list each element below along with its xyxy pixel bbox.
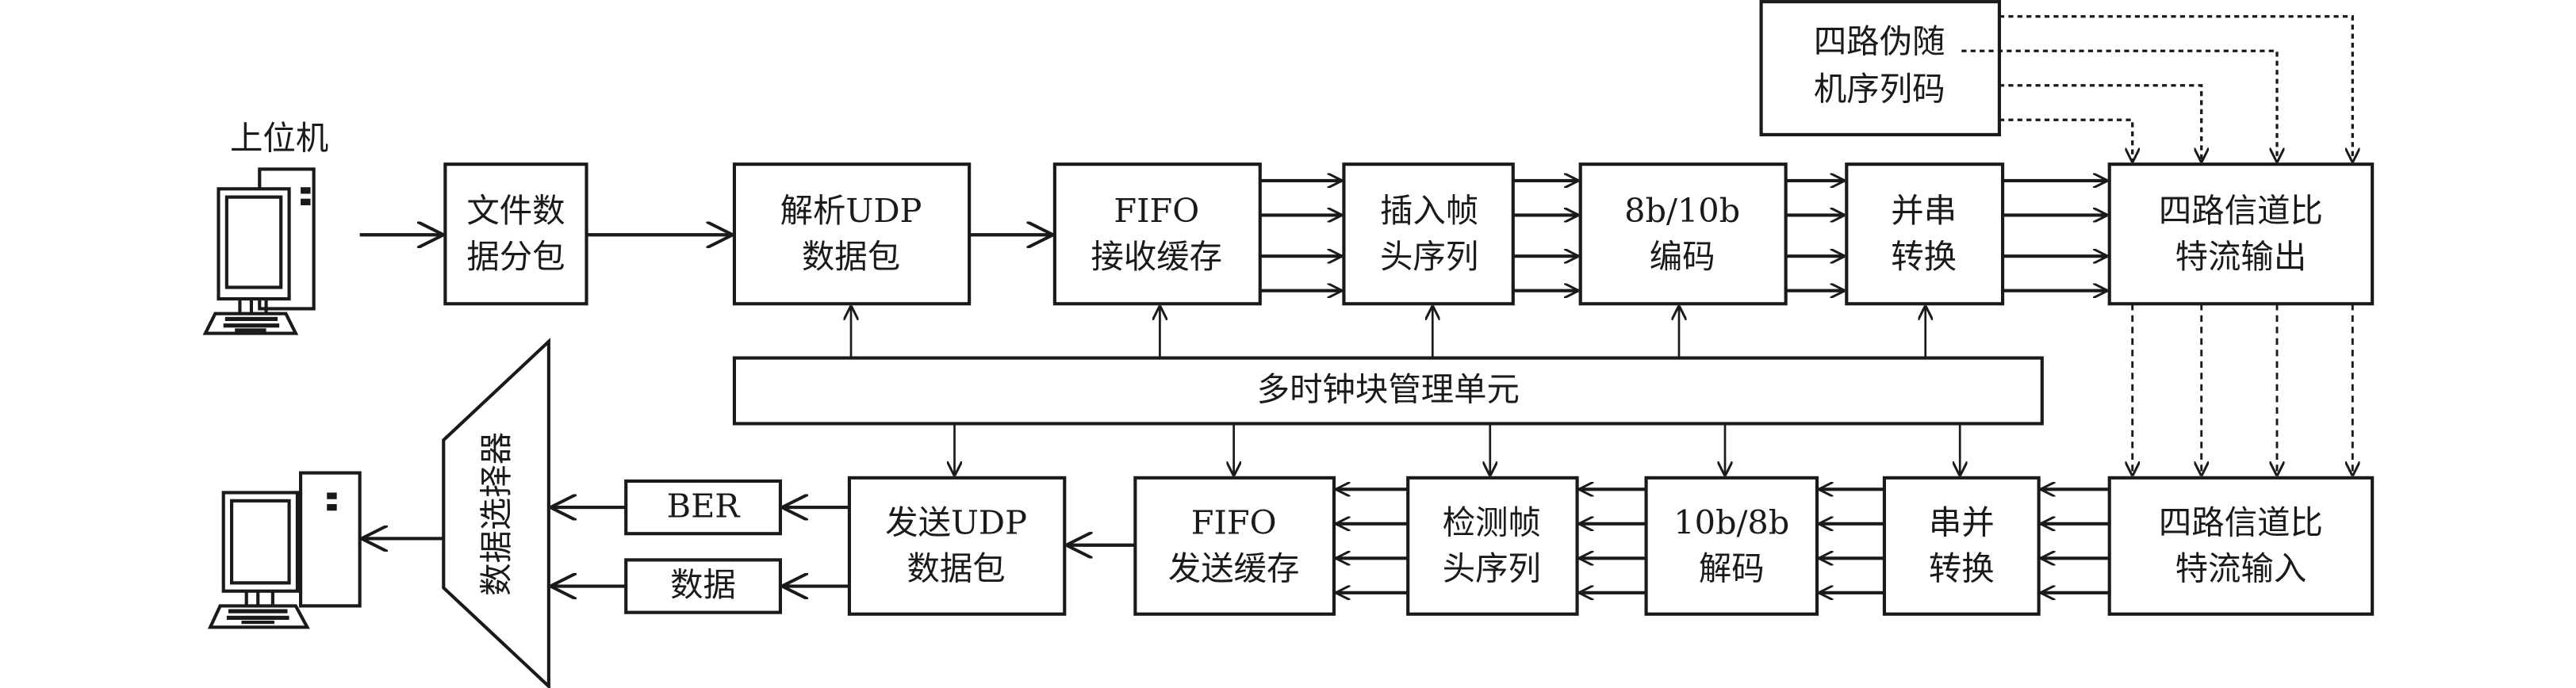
host-pc-icon [202, 167, 316, 335]
detect-header-line2: 头序列 [1443, 549, 1541, 587]
send-udp-line2: 数据包 [907, 549, 1005, 587]
ps-convert-block: 并串 转换 [1845, 162, 2005, 306]
channel-out-line2: 特流输出 [2175, 238, 2307, 276]
channel-loopback [2133, 304, 2353, 476]
encoder-line2: 编码 [1650, 238, 1715, 276]
bus-encoder-to-ps [1785, 181, 1846, 291]
ber-label: BER [667, 487, 742, 526]
ps-convert-line2: 转换 [1891, 238, 1957, 276]
send-udp-block: 发送UDP 数据包 [847, 476, 1067, 616]
channel-in-block: 四路信道比 特流输入 [2107, 476, 2375, 616]
bus-decoder-to-detect [1578, 489, 1646, 593]
detect-header-block: 检测帧 头序列 [1406, 476, 1579, 616]
bus-ps-to-channel-out [2003, 181, 2108, 291]
sp-convert-block: 串并 转换 [1882, 476, 2041, 616]
clock-unit-label: 多时钟块管理单元 [1257, 371, 1520, 409]
channel-in-line2: 特流输入 [2175, 549, 2307, 587]
insert-header-line1: 插入帧 [1380, 192, 1478, 230]
parse-udp-line1: 解析UDP [780, 192, 922, 230]
decoder-line2: 解码 [1699, 549, 1765, 587]
file-packet-block: 文件数 据分包 [443, 162, 588, 306]
bus-channel-in-to-sp [2040, 489, 2110, 593]
fifo-rx-line2: 接收缓存 [1091, 238, 1222, 276]
prbs-line2: 机序列码 [1814, 71, 1945, 109]
encoder-block: 8b/10b 编码 [1578, 162, 1788, 306]
bus-detect-to-fifo-tx [1336, 489, 1409, 593]
file-packet-line2: 据分包 [466, 238, 565, 276]
insert-header-line2: 头序列 [1380, 238, 1478, 276]
upper-connectors [359, 181, 2108, 291]
fifo-tx-line2: 发送缓存 [1168, 549, 1300, 587]
decoder-block: 10b/8b 解码 [1644, 476, 1819, 616]
mux-label: 数据选择器 [477, 432, 516, 596]
decoder-line1: 10b/8b [1673, 503, 1789, 541]
destination-pc-icon [207, 471, 362, 629]
parse-udp-line2: 数据包 [802, 238, 900, 276]
file-packet-line1: 文件数 [466, 192, 565, 230]
sp-convert-line2: 转换 [1929, 549, 1995, 587]
bus-fifo-to-insert [1259, 181, 1343, 291]
data-block: 数据 [624, 558, 783, 614]
bus-insert-to-encoder [1512, 181, 1579, 291]
mux-block: 数据选择器 [442, 338, 550, 688]
sp-convert-line1: 串并 [1929, 503, 1995, 541]
fifo-rx-line1: FIFO [1114, 192, 1199, 230]
parse-udp-block: 解析UDP 数据包 [732, 162, 972, 306]
prbs-feeds [1961, 15, 2352, 163]
prbs-block: 四路伪随 机序列码 [1759, 0, 2001, 136]
channel-in-line1: 四路信道比 [2159, 503, 2323, 541]
clock-lines [851, 305, 1960, 476]
prbs-line1: 四路伪随 [1814, 22, 1945, 60]
detect-header-line1: 检测帧 [1443, 503, 1541, 541]
channel-out-block: 四路信道比 特流输出 [2107, 162, 2375, 306]
fifo-rx-block: FIFO 接收缓存 [1052, 162, 1262, 306]
lower-connectors [361, 489, 2110, 593]
fifo-tx-line1: FIFO [1191, 503, 1277, 541]
channel-out-line1: 四路信道比 [2159, 192, 2323, 230]
insert-header-block: 插入帧 头序列 [1342, 162, 1515, 306]
host-pc-label: 上位机 [230, 120, 328, 158]
ps-convert-line1: 并串 [1891, 192, 1957, 230]
clock-unit-block: 多时钟块管理单元 [732, 356, 2044, 426]
bus-sp-to-decoder [1819, 489, 1884, 593]
send-udp-line1: 发送UDP [885, 503, 1027, 541]
ber-block: BER [624, 479, 783, 536]
encoder-line1: 8b/10b [1624, 192, 1740, 230]
data-label: 数据 [670, 566, 736, 604]
fifo-tx-block: FIFO 发送缓存 [1133, 476, 1336, 616]
